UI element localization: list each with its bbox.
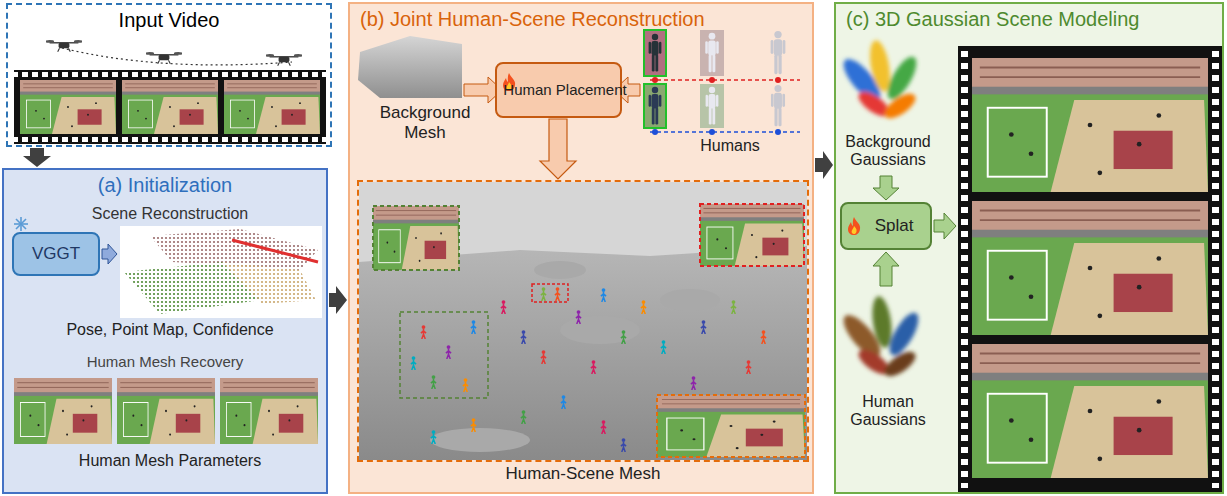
node-label: Human Placement xyxy=(503,81,626,98)
caption-label: Human Mesh Recovery xyxy=(20,353,310,370)
caption-label: Pose, Point Map, Confidence xyxy=(20,321,320,339)
label-holder: Background Gaussians xyxy=(838,133,938,170)
label-holder: Human Mesh Recovery xyxy=(20,353,310,370)
flow-arrow xyxy=(23,148,51,167)
label-holder: Human Mesh Parameters xyxy=(20,452,320,470)
caption-label: Humans xyxy=(690,137,770,155)
process-box: Splat xyxy=(840,202,932,250)
flame-icon xyxy=(846,216,862,236)
flow-arrow xyxy=(540,119,576,179)
caption-label: Human Mesh Parameters xyxy=(20,452,320,470)
panel-title: (a) Initialization xyxy=(98,174,233,197)
mesh-region: Human-Scene Mesh xyxy=(357,180,809,462)
flow-arrow xyxy=(815,151,833,179)
label-holder: Humans xyxy=(690,137,770,155)
process-box: VGGT xyxy=(12,232,100,276)
node-label: VGGT xyxy=(32,244,80,264)
input-video-box: Input Video xyxy=(6,3,332,147)
region-heading: Human-Scene Mesh xyxy=(359,464,807,484)
reconstruction-panel: (b) Joint Human-Scene ReconstructionHuma… xyxy=(348,2,814,494)
caption-label: Human Gaussians xyxy=(838,393,938,430)
panel-title: (c) 3D Gaussian Scene Modeling xyxy=(846,8,1139,31)
flow-arrow xyxy=(329,286,347,314)
process-box: Human Placement xyxy=(495,62,622,118)
caption-label: Background Gaussians xyxy=(838,133,938,170)
caption-label: Scene Reconstruction xyxy=(60,205,280,223)
label-holder: Background Mesh xyxy=(370,103,480,142)
caption-label: Background Mesh xyxy=(370,103,480,142)
label-holder: Scene Reconstruction xyxy=(60,205,280,223)
label-holder: Human Gaussians xyxy=(838,393,938,430)
panel-title: (b) Joint Human-Scene Reconstruction xyxy=(360,8,705,31)
panel-title: Input Video xyxy=(119,9,220,32)
node-label: Splat xyxy=(875,216,914,236)
label-holder: Pose, Point Map, Confidence xyxy=(20,321,320,339)
